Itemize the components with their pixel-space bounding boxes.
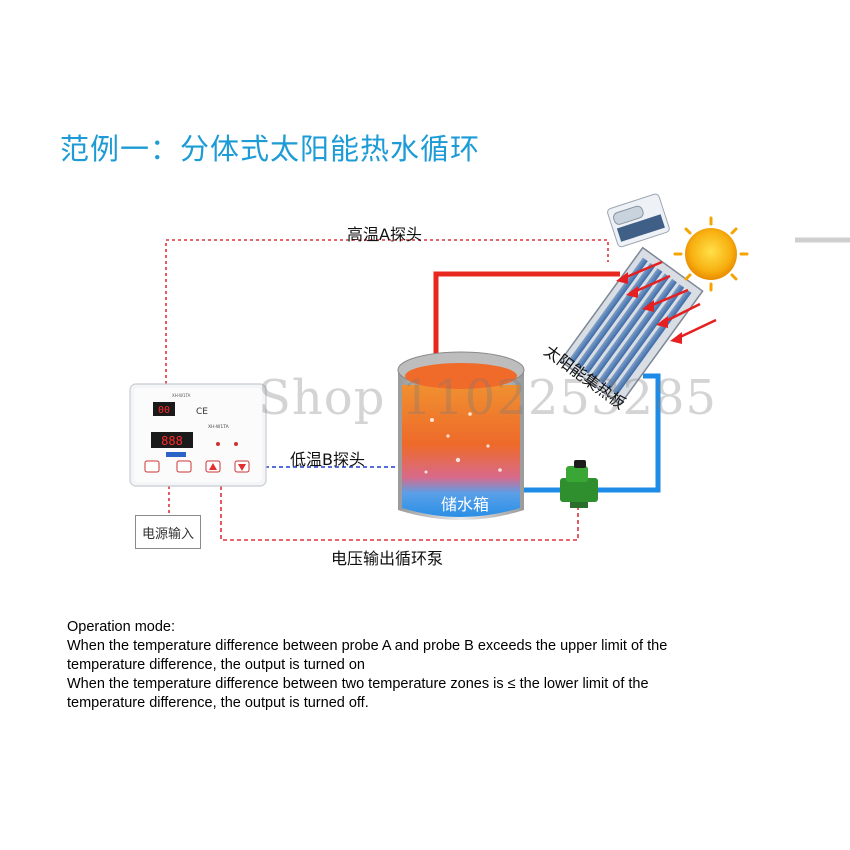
probe-a-label: 高温A探头 <box>347 225 422 244</box>
description-heading: Operation mode: <box>67 619 176 635</box>
solar-heater-icon <box>607 193 670 248</box>
shop-watermark: Shop 1102253285 <box>258 370 718 426</box>
svg-text:CE: CE <box>196 407 208 417</box>
svg-text:00: 00 <box>158 405 170 416</box>
sun-ray-arrows <box>616 260 717 344</box>
svg-text:XH-W1TA: XH-W1TA <box>208 424 230 430</box>
cold-pipe-return <box>598 373 661 493</box>
page-title: 范例一：分体式太阳能热水循环 <box>60 132 481 166</box>
solar-collector <box>559 246 704 406</box>
description-line-3: When the temperature difference between … <box>67 676 649 692</box>
description-line-1: When the temperature difference between … <box>67 638 668 654</box>
description-line-2: temperature difference, the output is tu… <box>67 657 365 673</box>
hot-pipe <box>433 271 620 370</box>
water-tank <box>397 351 525 520</box>
circulation-pump <box>560 460 598 508</box>
svg-text:XH-W1TA: XH-W1TA <box>172 393 191 398</box>
sun-icon <box>673 216 749 292</box>
pump-output-label: 电压输出循环泵 <box>331 549 444 568</box>
probe-b-label: 低温B探头 <box>290 450 365 469</box>
svg-text:888: 888 <box>161 434 183 448</box>
probe-a-wire <box>165 239 609 384</box>
tank-label: 储水箱 <box>440 495 489 514</box>
power-input-label: 电源输入 <box>135 515 201 549</box>
description-line-4: temperature difference, the output is tu… <box>67 695 369 711</box>
operation-description: Operation mode: When the temperature dif… <box>67 618 827 713</box>
controller-panel: XH-W1TA 00 CE XH-W1TA 888 <box>129 383 267 487</box>
pump-output-wire <box>220 486 579 541</box>
